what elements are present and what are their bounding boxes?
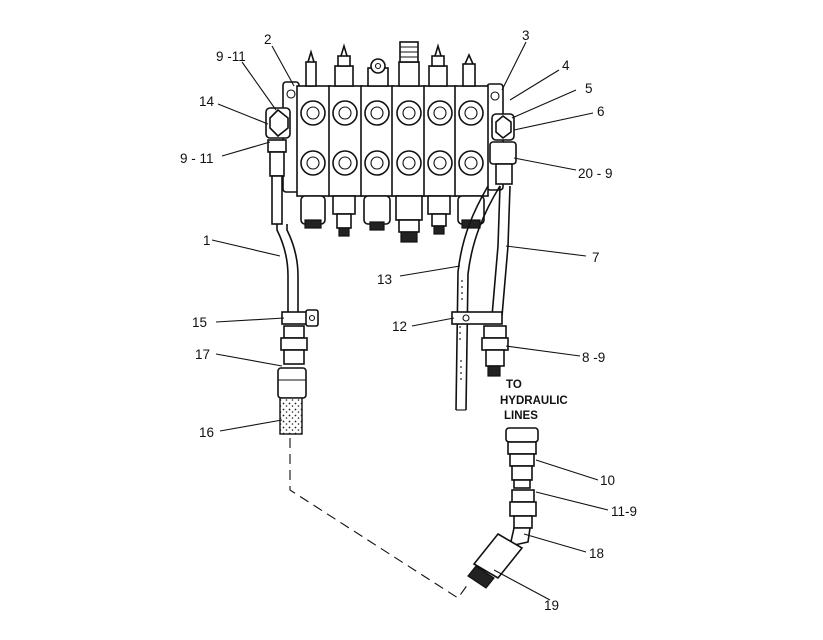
callout-3: 3 — [522, 28, 530, 43]
right-fittings — [489, 113, 517, 185]
valve-sections — [296, 85, 489, 197]
callout-14: 14 — [199, 94, 215, 109]
left-hose-fittings — [277, 325, 308, 435]
hose-end-18 — [472, 527, 531, 580]
spool-caps-bottom — [300, 195, 485, 243]
hydraulic-lines-note: TO HYDRAULIC LINES — [500, 379, 568, 422]
callout-1: 1 — [203, 233, 211, 248]
callout-6: 6 — [597, 104, 605, 119]
callout-10: 10 — [600, 473, 615, 488]
right-hose-fittings — [481, 325, 509, 377]
quick-coupler-10 — [505, 427, 539, 489]
callout-18: 18 — [589, 546, 604, 561]
callout-20-9: 20 - 9 — [578, 166, 613, 181]
note-line-2: HYDRAULIC — [500, 395, 568, 407]
callout-5: 5 — [585, 81, 593, 96]
hose-1 — [276, 224, 299, 314]
callout-17: 17 — [195, 347, 210, 362]
callout-11-9: 11-9 — [611, 504, 637, 519]
control-valve-bank — [282, 41, 504, 243]
left-fittings — [265, 107, 291, 225]
hose-clamp-15 — [281, 309, 319, 327]
hose-end-19 — [467, 565, 495, 589]
hose-clamp-12 — [451, 311, 503, 325]
note-line-3: LINES — [504, 410, 538, 422]
leader-lines — [211, 41, 609, 601]
callout-2: 2 — [264, 32, 272, 47]
coupler-fittings — [509, 489, 537, 529]
callout-19: 19 — [544, 598, 559, 613]
callout-15: 15 — [192, 315, 207, 330]
note-line-1: TO — [506, 379, 522, 391]
callout-labels: 2 3 4 5 6 9 -11 14 9 - 11 20 - 9 1 7 13 … — [180, 28, 637, 613]
valve-ports — [300, 100, 484, 176]
hose-route-line — [289, 438, 469, 599]
callout-4: 4 — [562, 58, 570, 73]
spool-caps-top — [305, 41, 476, 87]
callout-7: 7 — [592, 250, 600, 265]
callout-13: 13 — [377, 272, 392, 287]
callout-8-9: 8 -9 — [582, 350, 605, 365]
hose-13 — [455, 185, 501, 411]
callout-16: 16 — [199, 425, 214, 440]
callout-9-11-bottom: 9 - 11 — [180, 151, 214, 166]
callout-9-11-top: 9 -11 — [216, 49, 246, 64]
callout-12: 12 — [392, 319, 407, 334]
hose-7 — [491, 185, 511, 317]
